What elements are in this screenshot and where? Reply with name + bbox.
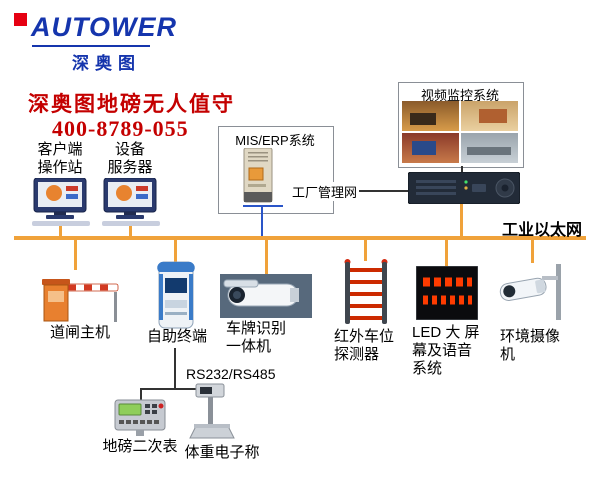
environment-camera-label-line2: 机 [500,346,516,363]
video-thumbnail-2 [461,101,518,131]
infrared-detector-label: 红外车位 探测器 [334,328,394,364]
infrared-detector-label-line1: 红外车位 [334,328,395,345]
server-station-label-line1: 设备 [114,141,145,158]
dvr-icon [407,171,521,209]
server-station-label-line2: 服务器 [107,159,153,176]
mis-lan-line-horizontal [243,205,283,207]
lpr-camera-label-line2: 一体机 [226,338,272,355]
logo-underline [32,45,150,47]
video-thumbnail-3 [402,133,459,163]
bus-link-client-pc [59,226,62,236]
dvr-bus-drop-line [460,204,463,236]
kiosk-icon [150,260,202,335]
logo-red-square [14,13,27,26]
bus-link-envcam [531,240,534,263]
led-display-label-line3: 系统 [412,360,443,377]
video-surveillance-label: 视频监控系统 [420,88,499,103]
infrared-detector-icon [338,258,394,331]
factory-network-label: 工厂管理网 [290,182,360,201]
server-tower-icon [240,147,284,211]
brand-text: AUTOWER [31,12,177,42]
client-pc-icon [28,177,94,231]
lpr-camera-label-line1: 车牌识别 [226,320,287,337]
environment-camera-icon [498,260,568,331]
mis-lan-line-vertical [261,206,263,236]
infrared-detector-label-line2: 探测器 [334,346,380,363]
bus-link-server-pc [129,226,132,236]
led-display-label: LED 大 屏 幕及语音 系统 [412,324,480,378]
ethernet-bus-line [14,236,586,240]
lpr-camera-label: 车牌识别 一体机 [226,320,286,356]
led-display-label-line1: LED 大 屏 [412,324,480,341]
electronic-scale-icon [186,382,238,447]
lpr-camera-icon [220,274,312,323]
page-title: 深奥图地磅无人值守 [28,93,235,116]
mis-erp-label: MIS/ERP系统 [235,133,315,148]
serial-drop-indicator [140,388,142,400]
weighbridge-indicator-label: 地磅二次表 [102,438,178,455]
brand-cn-text: 深奥图 [72,54,141,73]
server-station-label: 设备 服务器 [95,141,165,177]
serial-label: RS232/RS485 [184,366,278,382]
environment-camera-label: 环境摄像 机 [500,328,560,364]
video-thumbnail-1 [402,101,459,131]
client-station-label-line2: 操作站 [37,159,83,176]
client-station-label-line1: 客户端 [37,141,83,158]
serial-horizontal-line [140,388,212,390]
video-dvr-link-line [461,166,463,172]
led-display-label-line2: 幕及语音 [412,342,473,359]
phone-number: 400-8789-055 [52,116,189,141]
electronic-scale-label: 体重电子称 [184,444,260,461]
ethernet-bus-label: 工业以太网 [501,222,582,239]
factory-network-line [332,190,408,192]
bus-link-led [445,240,448,267]
bus-link-infrared [364,240,367,261]
bus-link-lpr [265,240,268,275]
client-station-label: 客户端 操作站 [25,141,95,177]
bus-link-kiosk [174,240,177,262]
kiosk-label: 自助终端 [146,328,207,345]
video-thumbnail-4 [461,133,518,163]
barrier-gate-label: 道闸主机 [49,324,110,341]
server-pc-icon [98,177,164,231]
bus-link-barrier [74,240,77,270]
environment-camera-label-line1: 环境摄像 [500,328,561,345]
led-display-icon [415,265,479,325]
weighbridge-indicator-icon [112,398,168,443]
barrier-gate-icon [38,268,122,329]
serial-vertical-line [174,348,176,388]
